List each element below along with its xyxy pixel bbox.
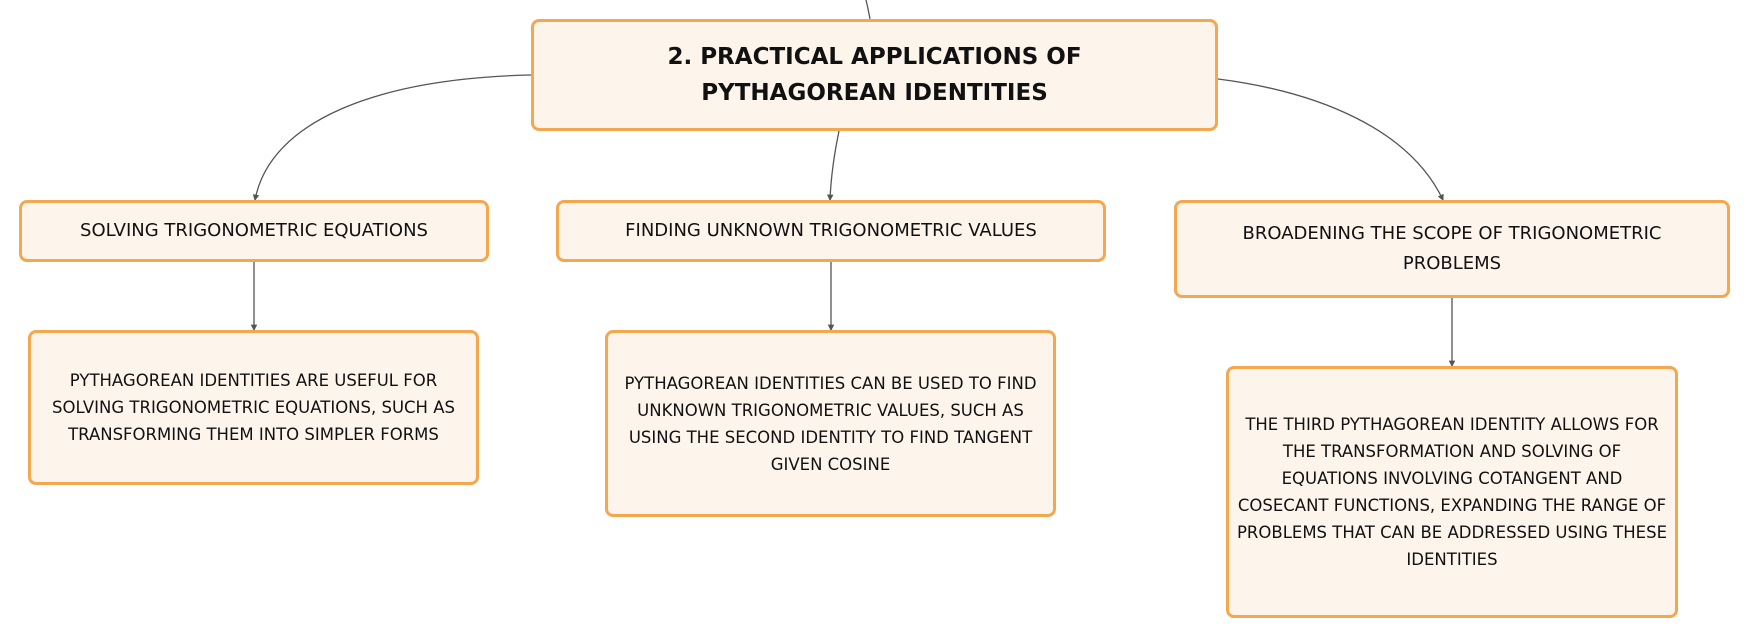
branch-label: FINDING UNKNOWN TRIGONOMETRIC VALUES <box>625 220 1037 241</box>
connector-root-to-branch-3 <box>1217 78 1444 201</box>
detail-text: PYTHAGOREAN IDENTITIES ARE USEFUL FOR SO… <box>52 371 455 444</box>
branch-label: BROADENING THE SCOPE OF TRIGONOMETRIC PR… <box>1242 223 1662 274</box>
branch-node-solving-equations[interactable]: SOLVING TRIGONOMETRIC EQUATIONS <box>19 200 489 262</box>
branch-label: SOLVING TRIGONOMETRIC EQUATIONS <box>80 220 428 241</box>
branch-node-broadening-scope[interactable]: BROADENING THE SCOPE OF TRIGONOMETRIC PR… <box>1174 200 1730 298</box>
root-title: 2. PRACTICAL APPLICATIONS OF PYTHAGOREAN… <box>667 44 1082 106</box>
detail-node-solving-equations[interactable]: PYTHAGOREAN IDENTITIES ARE USEFUL FOR SO… <box>28 330 479 485</box>
detail-node-broadening-scope[interactable]: THE THIRD PYTHAGOREAN IDENTITY ALLOWS FO… <box>1226 366 1678 618</box>
detail-node-finding-values[interactable]: PYTHAGOREAN IDENTITIES CAN BE USED TO FI… <box>605 330 1056 517</box>
connector-root-to-branch-1 <box>252 74 532 202</box>
root-node[interactable]: 2. PRACTICAL APPLICATIONS OF PYTHAGOREAN… <box>531 19 1218 131</box>
connector-root-to-branch-2 <box>826 130 840 202</box>
branch-node-finding-values[interactable]: FINDING UNKNOWN TRIGONOMETRIC VALUES <box>556 200 1106 262</box>
parent-connector <box>865 0 871 20</box>
detail-text: PYTHAGOREAN IDENTITIES CAN BE USED TO FI… <box>624 373 1037 474</box>
detail-text: THE THIRD PYTHAGOREAN IDENTITY ALLOWS FO… <box>1236 415 1667 569</box>
